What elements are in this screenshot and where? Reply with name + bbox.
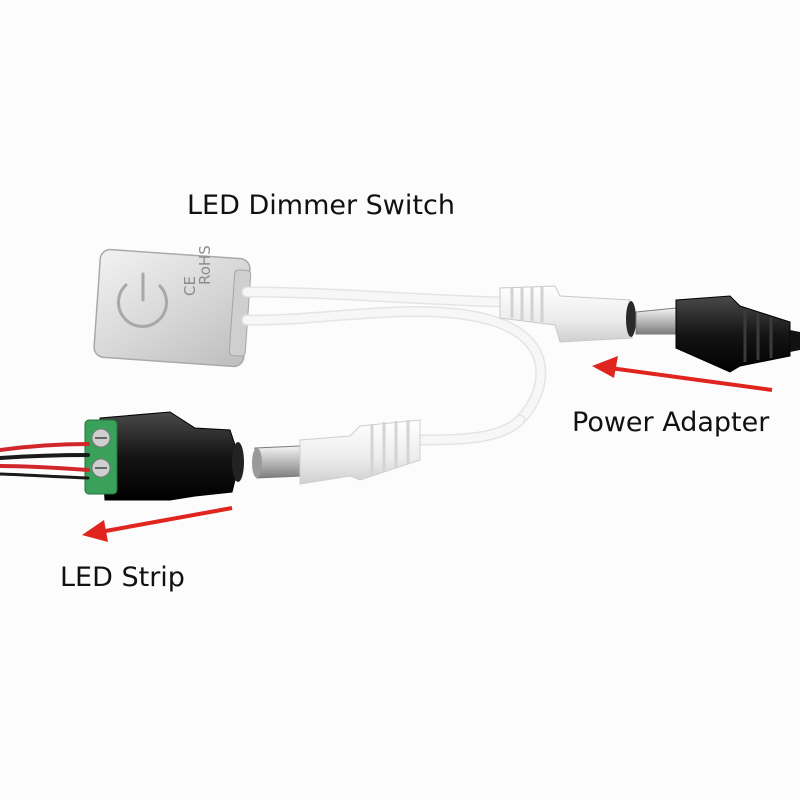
led-strip-connector [84,411,244,501]
power-adapter-plug [635,295,800,373]
white-female-dc-jack [499,285,636,343]
strip-wires [0,442,90,480]
dimmer-switch-label: LED Dimmer Switch [187,190,455,221]
white-cables [241,286,547,446]
dimmer-switch-body [93,248,252,368]
arrow-left-icon [82,506,233,542]
white-male-dc-plug [252,419,421,485]
power-adapter-label: Power Adapter [572,407,770,438]
rohs-marking: RoHS [196,245,214,285]
arrow-left-icon [592,356,773,392]
power-touch-icon [117,272,168,328]
led-strip-label: LED Strip [60,562,185,593]
